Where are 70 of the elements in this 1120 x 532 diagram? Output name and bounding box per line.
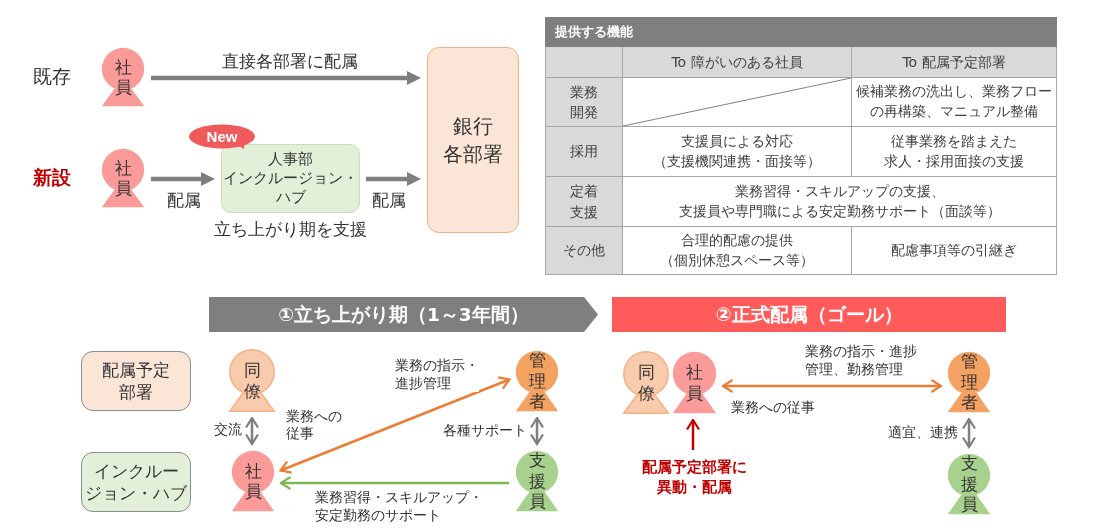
edge-label: 適宜、連携 xyxy=(888,423,958,442)
arrow xyxy=(151,172,215,186)
table-cell: 候補業務の洗出し、業務フローの再構築、マニュアル整備 xyxy=(852,78,1057,127)
person-figure xyxy=(515,450,559,512)
edge-label: 直接各部署に配属 xyxy=(222,50,358,73)
person-name: 支援員 xyxy=(960,453,978,515)
edge-label: 交流 xyxy=(214,420,242,439)
table-title-bar: 提供する機能 xyxy=(545,17,1057,47)
person-name: 管理者 xyxy=(528,350,546,412)
person-figure xyxy=(947,351,991,413)
table-cell: 従事業務を踏まえた求人・採用面接の支援 xyxy=(852,127,1057,177)
rounded-box xyxy=(427,47,519,233)
box-label: 銀行各部署 xyxy=(443,113,503,168)
person-figure xyxy=(623,351,669,414)
person-name: 社員 xyxy=(114,56,132,98)
arrow xyxy=(685,418,701,450)
bubble-label: New xyxy=(205,127,239,147)
person-name: 支援員 xyxy=(528,450,546,512)
phase-banner xyxy=(612,297,1006,332)
person-figure xyxy=(231,450,275,512)
rounded-box xyxy=(81,452,191,512)
arrow xyxy=(366,172,421,186)
person-figure xyxy=(101,148,145,208)
banner-title: ①立ち上がり期（1～3年間） xyxy=(278,303,529,327)
arrow xyxy=(279,475,509,491)
rounded-box xyxy=(81,351,191,411)
box-label: 人事部インクルージョン・ハブ xyxy=(223,150,358,207)
row-heading: 新設 xyxy=(33,165,71,190)
table-cell: 支援員による対応（支援機関連携・面接等） xyxy=(623,127,852,177)
person-name: 社員 xyxy=(114,157,132,199)
row-header-cell: 定着支援 xyxy=(545,177,623,227)
person-name: 同僚 xyxy=(243,360,261,401)
caption-text: 立ち上がり期を支援 xyxy=(213,218,367,241)
person-figure xyxy=(947,453,991,515)
annotation-text: 業務への従事 xyxy=(286,408,342,442)
double-arrow xyxy=(279,376,511,474)
annotation-text: 業務への従事 xyxy=(731,398,815,417)
row-header-cell: 採用 xyxy=(545,127,623,177)
edge-label: 配属 xyxy=(372,189,406,212)
person-name: 社員 xyxy=(686,362,703,403)
arrow xyxy=(151,71,421,85)
table-cell: 合理的配慮の提供（個別休憩スペース等） xyxy=(623,227,852,275)
column-header-cell: To 配属予定部署 xyxy=(852,47,1057,78)
double-arrow xyxy=(244,416,260,446)
row-heading: 既存 xyxy=(33,64,71,89)
double-arrow xyxy=(961,417,977,449)
edge-label: 各種サポート xyxy=(443,421,527,440)
note-text: 配属予定部署に異動・配属 xyxy=(628,456,760,498)
double-arrow xyxy=(721,378,943,394)
person-figure xyxy=(672,351,717,414)
double-arrow xyxy=(529,416,545,446)
person-name: 管理者 xyxy=(960,351,978,413)
person-figure xyxy=(229,349,275,412)
phase-arrow-banner xyxy=(209,297,598,332)
rounded-box xyxy=(221,144,360,213)
edge-label: 業務の指示・進捗管理、勤務管理 xyxy=(805,342,917,379)
row-header-cell: 業務開発 xyxy=(545,78,623,127)
person-figure xyxy=(101,47,145,107)
table-cell: 業務習得・スキルアップの支援、支援員や専門職による安定勤務サポート（面談等） xyxy=(623,177,1057,227)
box-label: インクルージョン・ハブ xyxy=(85,459,187,505)
edge-label: 業務の指示・進捗管理 xyxy=(395,356,479,393)
person-name: 同僚 xyxy=(637,362,655,403)
box-label: 配属予定部署 xyxy=(102,358,170,404)
column-header-cell: To 障がいのある社員 xyxy=(623,47,852,78)
table-cell: 配慮事項等の引継ぎ xyxy=(852,227,1057,275)
row-header-cell: その他 xyxy=(545,227,623,275)
person-figure xyxy=(515,350,559,412)
person-name: 社員 xyxy=(244,460,262,502)
edge-label: 配属 xyxy=(167,189,201,212)
banner-title: ②正式配属（ゴール） xyxy=(715,301,903,327)
